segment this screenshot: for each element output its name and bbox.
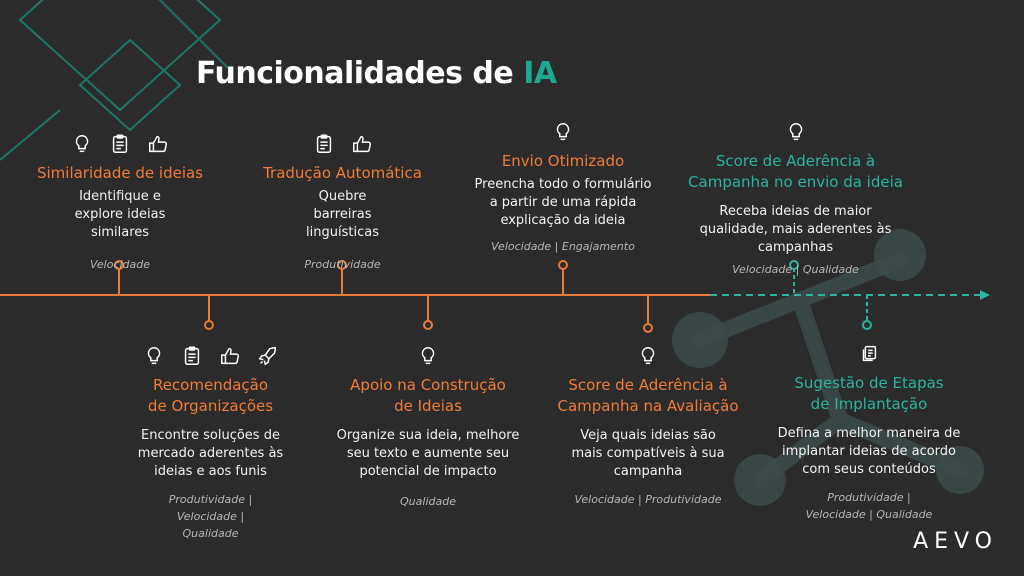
feature-tags: Qualidade	[400, 495, 456, 508]
clipboard-icon	[184, 346, 199, 365]
lightbulb-icon	[789, 123, 802, 141]
feature-tags: Produtividade | Velocidade | Qualidade	[168, 493, 253, 540]
aevo-logo: AEVO	[913, 529, 998, 554]
feature-score-avaliacao: Score de Aderência à Campanha na Avaliaç…	[548, 345, 748, 508]
feature-tags: Velocidade | Produtividade	[574, 493, 722, 506]
feature-tags: Velocidade | Engajamento	[491, 240, 635, 253]
feature-desc: Identifique e explore ideias similares	[74, 189, 166, 240]
feature-recomendacao: Recomendação de Organizações Encontre so…	[118, 345, 303, 542]
lightbulb-icon	[421, 347, 435, 365]
feature-similaridade: Similaridade de ideias Identifique e exp…	[25, 133, 215, 273]
copy-icon	[862, 345, 877, 362]
feature-title: Envio Otimizado	[501, 152, 625, 170]
feature-apoio: Apoio na Construção de Ideias Organize s…	[330, 345, 526, 510]
feature-score-envio: Score de Aderência à Campanha no envio d…	[673, 121, 918, 278]
feature-title: Similaridade de ideias	[36, 164, 203, 182]
feature-desc: Encontre soluções de mercado aderentes à…	[137, 428, 284, 479]
feature-title: Apoio na Construção de Ideias	[350, 376, 506, 415]
feature-title: Tradução Automática	[263, 164, 422, 182]
feature-desc: Organize sua ideia, melhore seu texto e …	[336, 428, 520, 479]
lightbulb-icon	[75, 135, 89, 153]
decor-diamond	[18, 0, 222, 112]
feature-traducao: Tradução Automática Quebre barreiras lin…	[250, 133, 435, 273]
feature-desc: Defina a melhor maneira de implantar ide…	[777, 426, 961, 477]
feature-tags: Produtividade | Velocidade | Qualidade	[805, 491, 933, 521]
feature-title: Recomendação de Organizações	[147, 376, 274, 415]
feature-tags: Velocidade	[89, 258, 150, 271]
feature-title: Score de Aderência à Campanha no envio d…	[688, 152, 903, 191]
feature-desc: Veja quais ideias são mais compatíveis à…	[571, 428, 725, 479]
feature-sugestao: Sugestão de Etapas de Implantação Defina…	[774, 343, 964, 523]
rocket-icon	[258, 347, 276, 366]
lightbulb-icon	[147, 347, 160, 365]
lightbulb-icon	[641, 347, 655, 365]
page-title: Funcionalidades de IA	[196, 56, 557, 91]
feature-title: Score de Aderência à Campanha na Avaliaç…	[557, 376, 739, 415]
timeline-arrow-icon	[980, 290, 990, 300]
feature-tags: Velocidade | Qualidade	[732, 263, 859, 276]
feature-desc: Preencha todo o formulário a partir de u…	[474, 177, 652, 228]
clipboard-icon	[112, 134, 128, 153]
feature-tags: Produtividade	[304, 258, 381, 271]
feature-desc: Quebre barreiras linguísticas	[306, 189, 379, 240]
thumbs-up-icon	[220, 347, 239, 365]
lightbulb-icon	[556, 123, 570, 141]
clipboard-icon	[316, 134, 331, 153]
feature-desc: Receba ideias de maior qualidade, mais a…	[699, 204, 892, 255]
feature-envio: Envio Otimizado Preencha todo o formulár…	[468, 121, 658, 255]
thumbs-up-icon	[352, 135, 371, 153]
thumbs-up-icon	[149, 135, 167, 153]
feature-title: Sugestão de Etapas de Implantação	[794, 374, 944, 413]
decor-diamond	[78, 38, 182, 132]
